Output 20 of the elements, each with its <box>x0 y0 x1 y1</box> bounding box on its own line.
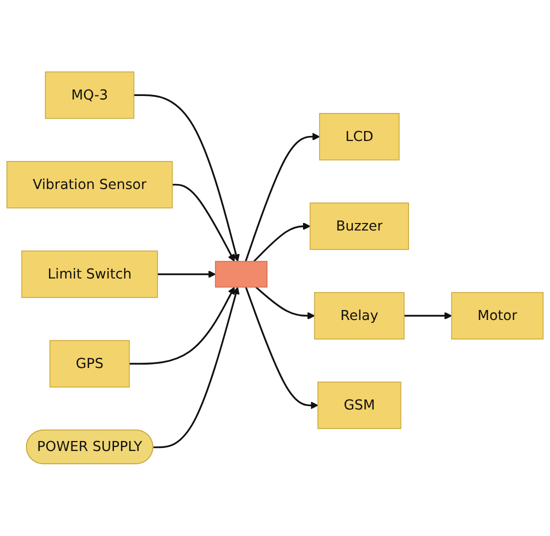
arrow <box>158 270 216 278</box>
node-box: Motor <box>451 292 544 340</box>
arrow <box>244 133 320 262</box>
node-box: LCD <box>319 113 400 161</box>
arrow <box>245 287 318 410</box>
arrow <box>172 184 235 262</box>
node-box: Relay <box>314 292 405 340</box>
arrow <box>404 312 452 320</box>
node-box <box>214 261 268 288</box>
node-box: GSM <box>317 382 402 430</box>
arrow <box>153 287 240 448</box>
arrow <box>134 94 240 262</box>
node-box: Vibration Sensor <box>6 161 173 209</box>
arrow <box>255 286 315 320</box>
node-box: GPS <box>50 340 130 388</box>
node-box: MQ-3 <box>44 72 134 120</box>
arrow <box>253 222 310 262</box>
node-box: Limit Switch <box>21 250 158 298</box>
node-box: Buzzer <box>310 202 409 250</box>
arrow <box>129 287 235 365</box>
